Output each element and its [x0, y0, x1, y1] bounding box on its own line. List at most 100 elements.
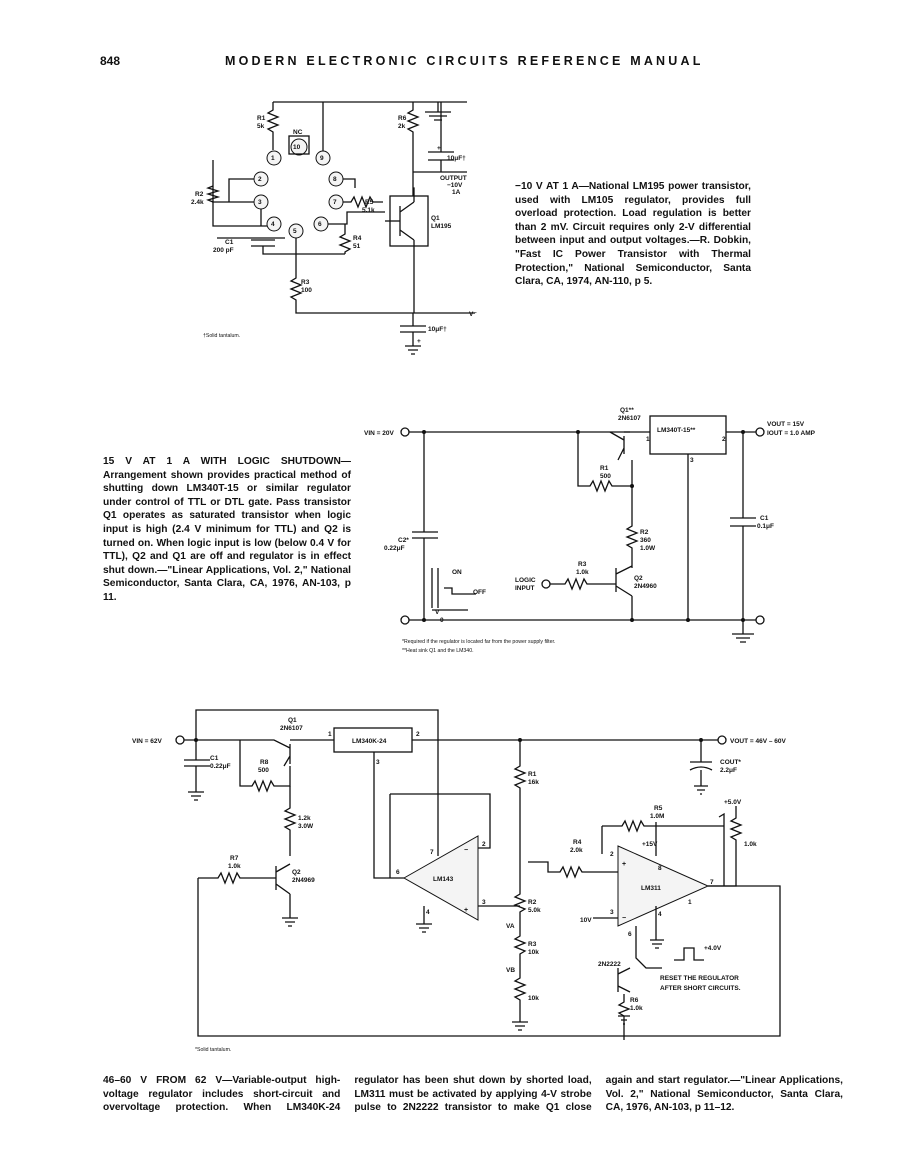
svg-text:C1: C1: [210, 755, 219, 762]
svg-text:Q1: Q1: [431, 215, 440, 222]
svg-text:9: 9: [320, 155, 324, 162]
svg-text:2: 2: [482, 841, 486, 848]
svg-text:1: 1: [328, 731, 332, 738]
svg-text:+15V: +15V: [642, 841, 658, 848]
svg-text:1.0k: 1.0k: [576, 569, 589, 576]
svg-text:10k: 10k: [528, 995, 539, 1002]
svg-text:+5.0V: +5.0V: [724, 799, 742, 806]
svg-text:2.2μF: 2.2μF: [720, 767, 737, 774]
svg-text:5.0k: 5.0k: [528, 907, 541, 914]
svg-text:COUT*: COUT*: [720, 759, 741, 766]
svg-text:C1: C1: [760, 515, 769, 522]
svg-text:500: 500: [258, 767, 269, 774]
svg-text:4: 4: [426, 909, 430, 916]
svg-text:2: 2: [416, 731, 420, 738]
svg-text:VIN = 20V: VIN = 20V: [364, 430, 394, 437]
svg-text:R1: R1: [257, 115, 266, 122]
page-number: 848: [100, 54, 121, 68]
svg-text:1.0k: 1.0k: [630, 1005, 643, 1012]
svg-text:2N4969: 2N4969: [292, 877, 315, 884]
svg-text:2k: 2k: [398, 123, 406, 130]
svg-text:RESET THE REGULATOR: RESET THE REGULATOR: [660, 975, 739, 982]
svg-text:VB: VB: [506, 967, 515, 974]
svg-text:LM143: LM143: [433, 876, 454, 883]
svg-text:−: −: [464, 847, 468, 854]
svg-text:R4: R4: [353, 235, 362, 242]
svg-text:3: 3: [482, 899, 486, 906]
svg-text:R1: R1: [600, 465, 609, 472]
circuit3-footnote: *Solid tantalum.: [195, 1047, 232, 1053]
svg-text:3.0W: 3.0W: [298, 823, 314, 830]
svg-text:10k: 10k: [528, 949, 539, 956]
svg-text:V: V: [435, 609, 440, 616]
svg-text:3: 3: [690, 457, 694, 464]
svg-text:LM195: LM195: [431, 223, 452, 230]
svg-text:VA: VA: [506, 923, 515, 930]
svg-text:4: 4: [658, 911, 662, 918]
svg-text:7: 7: [333, 199, 337, 206]
svg-text:100: 100: [301, 287, 312, 294]
svg-text:R3: R3: [301, 279, 310, 286]
svg-text:3: 3: [376, 759, 380, 766]
svg-text:R6: R6: [630, 997, 639, 1004]
svg-text:7: 7: [430, 849, 434, 856]
svg-text:R4: R4: [573, 839, 582, 846]
svg-text:5: 5: [293, 228, 297, 235]
svg-text:7: 7: [710, 879, 714, 886]
svg-text:2: 2: [610, 851, 614, 858]
svg-text:500: 500: [600, 473, 611, 480]
svg-text:3: 3: [258, 199, 262, 206]
svg-text:2: 2: [258, 176, 262, 183]
svg-text:−: −: [622, 915, 626, 922]
svg-text:R2: R2: [640, 529, 649, 536]
circuit3-schematic: VIN = 62V Q1 2N6107 LM340K-24 1 2 3 VOUT…: [132, 709, 786, 1040]
svg-text:2N6107: 2N6107: [618, 415, 641, 422]
svg-text:200 pF: 200 pF: [213, 247, 234, 254]
svg-text:R6: R6: [398, 115, 407, 122]
svg-text:R3: R3: [578, 561, 587, 568]
svg-text:2.4k: 2.4k: [191, 199, 204, 206]
svg-text:10V: 10V: [580, 917, 592, 924]
svg-text:51: 51: [353, 243, 361, 250]
svg-text:1: 1: [646, 436, 650, 443]
circuit1-schematic: 1 2 3 4 5 6 7 8 9 10 NC R1 5k R6 2k R2 2…: [191, 101, 477, 355]
svg-text:10: 10: [293, 144, 301, 151]
running-head: MODERN ELECTRONIC CIRCUITS REFERENCE MAN…: [225, 54, 704, 68]
svg-text:1.0M: 1.0M: [650, 813, 664, 820]
svg-text:−10V: −10V: [447, 182, 463, 189]
svg-text:R5: R5: [365, 199, 374, 206]
svg-text:R3: R3: [528, 941, 537, 948]
svg-text:R1: R1: [528, 771, 537, 778]
circuit2-footnote-1: *Required if the regulator is located fa…: [402, 639, 556, 645]
svg-text:R8: R8: [260, 759, 269, 766]
svg-text:1: 1: [271, 155, 275, 162]
circuit2-caption: 15 V AT 1 A WITH LOGIC SHUTDOWN—Arrangem…: [103, 456, 351, 603]
circuit1-caption: −10 V AT 1 A—National LM195 power transi…: [515, 181, 751, 288]
svg-text:360: 360: [640, 537, 651, 544]
svg-text:INPUT: INPUT: [515, 585, 535, 592]
svg-text:8: 8: [333, 176, 337, 183]
svg-text:VOUT = 46V – 60V: VOUT = 46V – 60V: [730, 738, 786, 745]
svg-text:0: 0: [440, 617, 444, 624]
svg-text:2: 2: [722, 436, 726, 443]
svg-text:5.1k: 5.1k: [362, 207, 375, 214]
svg-text:1.0W: 1.0W: [640, 545, 656, 552]
svg-text:R7: R7: [230, 855, 239, 862]
svg-text:AFTER SHORT CIRCUITS.: AFTER SHORT CIRCUITS.: [660, 985, 741, 992]
svg-text:6: 6: [318, 221, 322, 228]
svg-text:+: +: [464, 907, 468, 914]
circuit2-footnote-2: **Heat sink Q1 and the LM340.: [402, 648, 474, 654]
svg-text:+: +: [437, 145, 441, 152]
svg-text:1.2k: 1.2k: [298, 815, 311, 822]
svg-text:16k: 16k: [528, 779, 539, 786]
svg-text:VIN = 62V: VIN = 62V: [132, 738, 162, 745]
svg-text:Q2: Q2: [292, 869, 301, 876]
svg-text:LM340K-24: LM340K-24: [352, 738, 387, 745]
svg-text:1A: 1A: [452, 189, 461, 196]
svg-text:LM340T-15**: LM340T-15**: [657, 427, 696, 434]
svg-text:6: 6: [396, 869, 400, 876]
svg-text:1: 1: [688, 899, 692, 906]
svg-text:R5: R5: [654, 805, 663, 812]
svg-text:Q1**: Q1**: [620, 407, 634, 414]
svg-text:VOUT = 15V: VOUT = 15V: [767, 421, 805, 428]
